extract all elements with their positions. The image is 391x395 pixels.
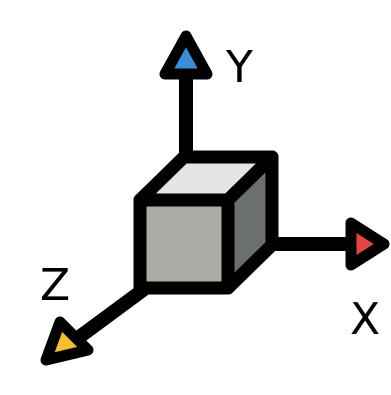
arrowheads-group (40, 30, 390, 366)
z-axis-label: Z (40, 260, 70, 311)
z-axis-line (71, 283, 150, 345)
cube-front-face (133, 193, 235, 295)
z-arrowhead (40, 316, 94, 366)
y-arrowhead (159, 30, 213, 80)
y-axis-label: Y (225, 42, 253, 93)
x-axis-label: X (350, 294, 380, 345)
x-arrowhead (345, 217, 390, 271)
cube (133, 150, 279, 295)
